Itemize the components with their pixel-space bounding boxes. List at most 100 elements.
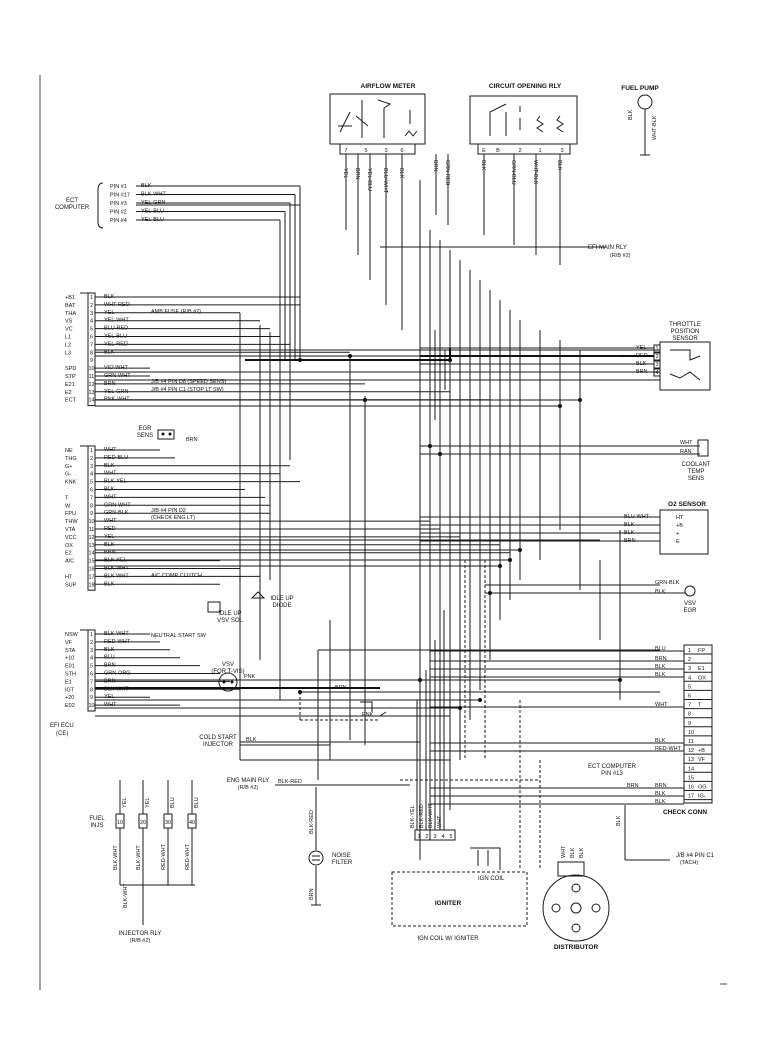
dist-wire-1: WHT (561, 845, 567, 858)
idle-up-vsv-label: IDLE UP (218, 611, 241, 617)
junction-dot (438, 452, 442, 456)
dist-wire-3: BLK (579, 847, 585, 858)
ect-pin-label: PIN #2 (110, 210, 127, 216)
check-conn-wire-color: BLK (655, 799, 666, 805)
ecu-pin-name: +10 (65, 656, 74, 662)
injector-bottom-wire: BLK-WHT (113, 845, 119, 870)
vsv-egr-label-2: EGR (683, 608, 697, 614)
tps-pin: 2 (655, 354, 658, 360)
ecu-pin-name: E02 (65, 703, 75, 709)
ect-pin-label: PIN #3 (110, 201, 127, 207)
ecu-pin-name: FPU (65, 511, 76, 517)
ecu-pin-name: KNK (65, 480, 77, 486)
vsv-egr: GRN-BLK BLK VSV EGR (655, 580, 697, 614)
idle-up-vsv: IDLE UP VSV SOL (207, 601, 243, 624)
check-conn-wire-color: BLK (655, 672, 666, 678)
ecu-pin-number: 6 (90, 672, 93, 678)
egr-sens-label: EGR (138, 426, 152, 432)
fuel-injs-label-2: INJS (90, 823, 103, 829)
cold-start-injector: COLD START INJECTOR BLK (199, 735, 420, 748)
fuel-pump-wire-1: BLK (628, 109, 634, 120)
note-speed-sens: J/B #4 PIN D8 (SPEED SENS) (151, 379, 226, 385)
airflow-pin: 3 (384, 148, 387, 154)
co-relay-wire-color: BLK (556, 160, 562, 171)
noise-filter-wire-2: BRN (309, 888, 315, 900)
injector-num: 40 (189, 820, 195, 826)
tps-pin: 1 (655, 346, 658, 352)
jb-tach-wire: BLK (616, 815, 622, 826)
check-conn-num: 17 (688, 794, 694, 800)
ecu-pin-name: VS (65, 319, 73, 325)
co-relay-pin: 1 (538, 148, 541, 154)
ect-pin13: ECT COMPUTER PIN #13 BRN (588, 764, 639, 789)
ecu-pin-number: 7 (90, 679, 93, 685)
ecu-pin-number: 8 (90, 503, 93, 509)
eng-main-relay: ENG MAIN RLY (R/B #2) BLK-RED (227, 778, 410, 791)
check-conn-pin: FP (698, 648, 705, 654)
injector-bottom-wire: RED-WHT (161, 843, 167, 870)
ecu-pin-number: 18 (88, 582, 94, 588)
cold-start-wire: BLK (246, 737, 257, 743)
check-conn-label: CHECK CONN (663, 809, 707, 816)
egr-sens-wire: BRN (186, 437, 198, 443)
ecu-pin-number: 13 (88, 543, 94, 549)
jb-tach-label: J/B #4 PIN C1 (676, 853, 715, 859)
co-relay-wire-color: BLK (480, 160, 486, 171)
co-relay-pin: B (496, 148, 500, 154)
ecu-pin-name: VTA (65, 527, 76, 533)
junction-dot (348, 354, 352, 358)
airflow-pin: 5 (364, 148, 367, 154)
noise-filter-wire-1: BLK-RED (309, 810, 315, 834)
ign-pin: 3 (433, 834, 436, 840)
ecu-pin-number: 2 (90, 456, 93, 462)
ecu-pin-name: E01 (65, 664, 75, 670)
junction-dot (578, 398, 582, 402)
distributor: DISTRIBUTOR WHT BLK BLK (542, 845, 610, 951)
ecu-connector-3 (87, 629, 96, 712)
ecu-pin-name: L3 (65, 350, 71, 356)
co-relay-wire-color: GRN-BLU (510, 160, 516, 185)
coolant-temp-sensor: WHT RAN COOLANT TEMP SENS (680, 439, 711, 482)
note-amb-fuse: AMB FUSE (R/B #2) (151, 309, 201, 315)
o2-pin: + (676, 531, 679, 537)
ecu-pin-number: 17 (88, 574, 94, 580)
efi-main-relay: EFI MAIN RLY (R/B #2) (380, 245, 631, 259)
ign-pin: 4 (441, 834, 444, 840)
junction-dot (458, 706, 462, 710)
ign-wire-color: BLK-YEL (410, 805, 416, 828)
ecu-pin-name: HT (65, 574, 73, 580)
ecu-pin-number: 3 (90, 648, 93, 654)
idle-up-vsv-label-2: VSV SOL (217, 618, 243, 624)
fuel-pump-label: FUEL PUMP (621, 85, 659, 92)
ecu-pin-number: 10 (88, 366, 94, 372)
ecu-pin-number: 11 (89, 374, 95, 380)
dist-wire-2: BLK (570, 847, 576, 858)
jb-tach-sublabel: (TACH) (680, 860, 698, 866)
note-check-eng-2: (CHECK ENG LT) (151, 515, 195, 521)
injector-num: 20 (140, 820, 146, 826)
egr-sensor: EGR SENS BRN (137, 426, 198, 443)
vsv-t-vis-wire: PNK (244, 674, 256, 680)
ecu-pin-number: 2 (90, 640, 93, 646)
ign-wire-color: BLK-RED (419, 804, 425, 828)
junction-dot (478, 698, 482, 702)
ecu-pin-number: 1 (90, 295, 93, 301)
ecu-pin-name: L2 (65, 342, 71, 348)
check-conn-num: 12 (688, 748, 694, 754)
ecu-pin-number: 11 (89, 527, 95, 533)
circuit-opening-relay-label: CIRCUIT OPENING RLY (489, 83, 562, 90)
ecu-pin-number: 14 (88, 551, 94, 557)
ecu-pin-name: THA (65, 311, 76, 317)
injector-rly-sublabel: (R/B #2) (130, 938, 151, 944)
efi-main-relay-sublabel: (R/B #2) (610, 253, 631, 259)
ect-pin-label: PIN #1 (110, 184, 127, 190)
vsv-t-vis-label: VSV (222, 662, 234, 668)
ecu-pin-number: 6 (90, 335, 93, 341)
check-conn-pin: VF (698, 757, 706, 763)
ecu-pin-number: 4 (90, 319, 93, 325)
wiring-network (95, 154, 700, 870)
ecu-pin-name: VCC (65, 535, 77, 541)
